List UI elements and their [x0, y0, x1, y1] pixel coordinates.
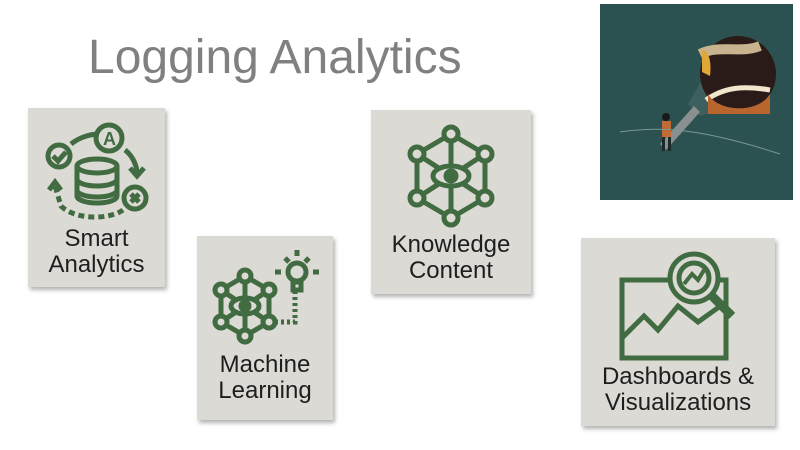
tile-knowledge-content: Knowledge Content	[371, 110, 531, 294]
tile-dashboards-visualizations: Dashboards & Visualizations	[581, 238, 775, 426]
tile-label-line2: Analytics	[48, 251, 145, 278]
flashlight-illustration	[600, 4, 793, 200]
machine-learning-network-bulb-icon	[212, 250, 319, 345]
svg-text:A: A	[103, 129, 116, 149]
tile-label-line1: Smart	[64, 225, 129, 252]
dashboard-magnifier-chart-icon	[619, 251, 736, 361]
tile-smart-analytics: A Smart Analytics	[28, 108, 165, 287]
tile-label-line2: Content	[408, 257, 494, 284]
tile-label-line2: Learning	[218, 377, 312, 404]
knowledge-network-eye-icon	[407, 124, 495, 228]
tile-machine-learning: Machine Learning	[197, 236, 333, 420]
tile-label-line1: Dashboards &	[601, 363, 755, 390]
tile-label-line1: Knowledge	[391, 231, 511, 258]
tile-label-line2: Visualizations	[604, 389, 752, 416]
smart-analytics-cycle-icon: A	[45, 122, 148, 220]
tile-label-line1: Machine	[219, 351, 311, 378]
page-title: Logging Analytics	[88, 31, 462, 84]
